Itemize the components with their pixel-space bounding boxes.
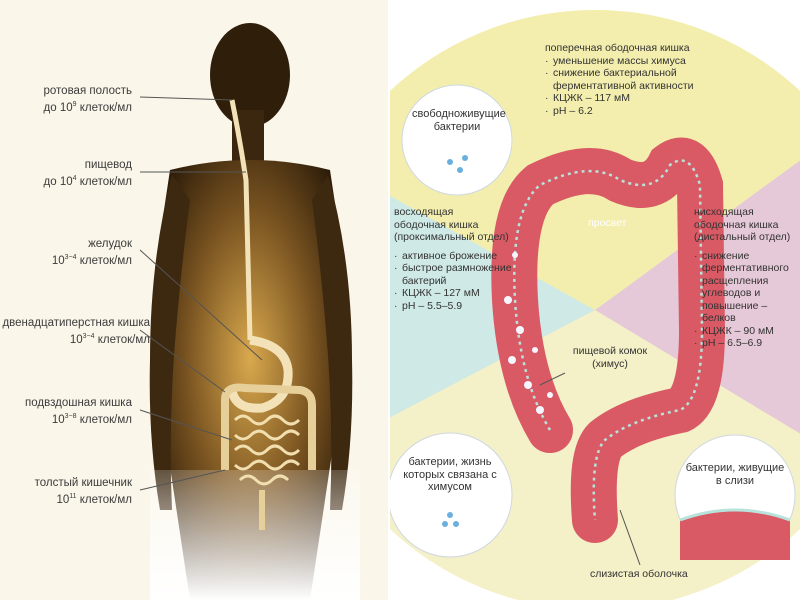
- label-duodenum-base: 10: [69, 333, 83, 346]
- esophagus-path: [229, 99, 253, 341]
- right-pointer-lines: [539, 372, 641, 566]
- bubble-free-bacteria: [401, 84, 513, 196]
- label-ileum: подвздошная кишка 103−8 клеток/мл: [0, 396, 132, 427]
- colon-microbiota-panel: поперечная ободочная кишка уменьшение ма…: [390, 0, 800, 600]
- descending-title-line3: (дистальный отдел): [694, 231, 791, 243]
- label-duodenum-name: двенадцатиперстная кишка: [2, 317, 150, 329]
- label-oral-cavity-name: ротовая полость: [43, 85, 133, 97]
- transverse-item: КЦЖК – 117 мМ: [545, 92, 715, 105]
- label-ileum-name: подвздошная кишка: [25, 397, 132, 409]
- left-arm-shape: [149, 175, 190, 510]
- ascending-item: рН – 5.5–5.9: [394, 300, 514, 313]
- descending-colon-block: нисходящая ободочная кишка (дистальный о…: [694, 206, 798, 350]
- bolus-label-line1: пищевой комок: [572, 345, 648, 357]
- lower-body-fade: [150, 470, 360, 600]
- pointer-lines: [139, 96, 263, 491]
- ascending-colon-block: восходящая ободочная кишка (проксимальны…: [394, 206, 514, 312]
- label-oral-cavity-base: до 10: [43, 101, 73, 114]
- label-large-intestine-name: толстый кишечник: [34, 477, 132, 489]
- label-esophagus-exp: 4: [72, 175, 77, 182]
- label-large-intestine: толстый кишечник 1011 клеток/мл: [0, 476, 132, 507]
- colon-inner-lining: [513, 159, 704, 521]
- bolus-label: пищевой комок (химус): [565, 345, 655, 370]
- label-large-intestine-unit: клеток/мл: [76, 493, 132, 506]
- bolus-label-line2: (химус): [592, 357, 628, 370]
- ascending-title-line2: ободочная кишка: [394, 218, 479, 231]
- label-large-intestine-exp: 11: [69, 493, 77, 500]
- descending-title-line1: нисходящая: [694, 206, 754, 218]
- ascending-title-line3: (проксимальный отдел): [394, 231, 509, 243]
- body-microbiota-panel: ротовая полость до 109 клеток/мл пищевод…: [0, 0, 388, 600]
- chyme-bacteria-label: бактерии, жизнь которых связана с химусо…: [403, 456, 497, 493]
- label-ileum-unit: клеток/мл: [76, 413, 132, 426]
- label-stomach-unit: клеток/мл: [76, 254, 132, 267]
- bubble-chyme-bacteria: [390, 432, 513, 558]
- ascending-item: активное брожение: [394, 250, 514, 263]
- descending-item: рН – 6.5–6.9: [694, 337, 798, 350]
- ascending-item: быстрое размножение бактерий: [394, 262, 514, 287]
- mucus-bacteria-label: бактерии, живущие в слизи: [685, 462, 785, 487]
- transverse-colon-title: поперечная ободочная кишка: [545, 42, 690, 54]
- label-oral-cavity-exp: 9: [72, 101, 77, 108]
- label-large-intestine-base: 10: [56, 493, 70, 506]
- label-stomach-exp: 3−4: [64, 254, 77, 261]
- transverse-item: рН – 6.2: [545, 105, 715, 118]
- label-oral-cavity-unit: клеток/мл: [76, 101, 132, 114]
- small-intestine-coils: [233, 414, 301, 486]
- label-large-intestine-count: 1011 клеток/мл: [0, 490, 132, 507]
- label-esophagus: пищевод до 104 клеток/мл: [0, 158, 132, 189]
- descending-item: КЦЖК – 90 мМ: [694, 325, 798, 338]
- descending-item: снижение ферментативного расщепления угл…: [694, 250, 798, 325]
- label-esophagus-count: до 104 клеток/мл: [0, 172, 132, 189]
- bubble-mucus-layer: [680, 510, 790, 560]
- stomach-shape: [227, 335, 293, 413]
- large-intestine-shape: [221, 383, 316, 470]
- label-duodenum-exp: 3−4: [82, 333, 95, 340]
- label-duodenum-unit: клеток/мл: [94, 333, 150, 346]
- background-yellow-top: [390, 10, 800, 310]
- label-esophagus-base: до 10: [43, 175, 73, 188]
- transverse-colon-block: поперечная ободочная кишка уменьшение ма…: [545, 42, 715, 117]
- bubble-free-bacteria-dots: [447, 155, 468, 173]
- label-duodenum: двенадцатиперстная кишка 103−4 клеток/мл: [0, 316, 150, 347]
- label-oral-cavity-count: до 109 клеток/мл: [0, 98, 132, 115]
- label-stomach: желудок 103−4 клеток/мл: [0, 237, 132, 268]
- label-esophagus-unit: клеток/мл: [76, 175, 132, 188]
- label-ileum-base: 10: [51, 413, 65, 426]
- label-stomach-name: желудок: [88, 238, 132, 250]
- label-stomach-count: 103−4 клеток/мл: [0, 251, 132, 268]
- descending-title-line2: ободочная кишка: [694, 218, 779, 231]
- mucosa-label: слизистая оболочка: [590, 568, 688, 580]
- label-duodenum-count: 103−4 клеток/мл: [0, 330, 150, 347]
- bubble-mucus-line: [679, 508, 791, 522]
- label-oral-cavity: ротовая полость до 109 клеток/мл: [0, 84, 133, 115]
- label-ileum-count: 103−8 клеток/мл: [0, 410, 132, 427]
- ascending-title-line1: восходящая: [394, 206, 454, 218]
- label-esophagus-name: пищевод: [84, 159, 132, 171]
- bubble-chyme-bacteria-dots: [442, 512, 459, 527]
- label-ileum-exp: 3−8: [64, 413, 77, 420]
- transverse-item: уменьшение массы химуса: [545, 55, 715, 68]
- right-arm-shape: [312, 175, 353, 510]
- ascending-item: КЦЖК – 127 мМ: [394, 287, 514, 300]
- free-bacteria-label: свободноживущие бактерии: [412, 108, 506, 133]
- lumen-label: просвет: [588, 217, 627, 229]
- transverse-item: снижение бактериальной ферментативной ак…: [545, 67, 715, 92]
- body-silhouette-illustration: [139, 23, 360, 600]
- label-stomach-base: 10: [51, 254, 65, 267]
